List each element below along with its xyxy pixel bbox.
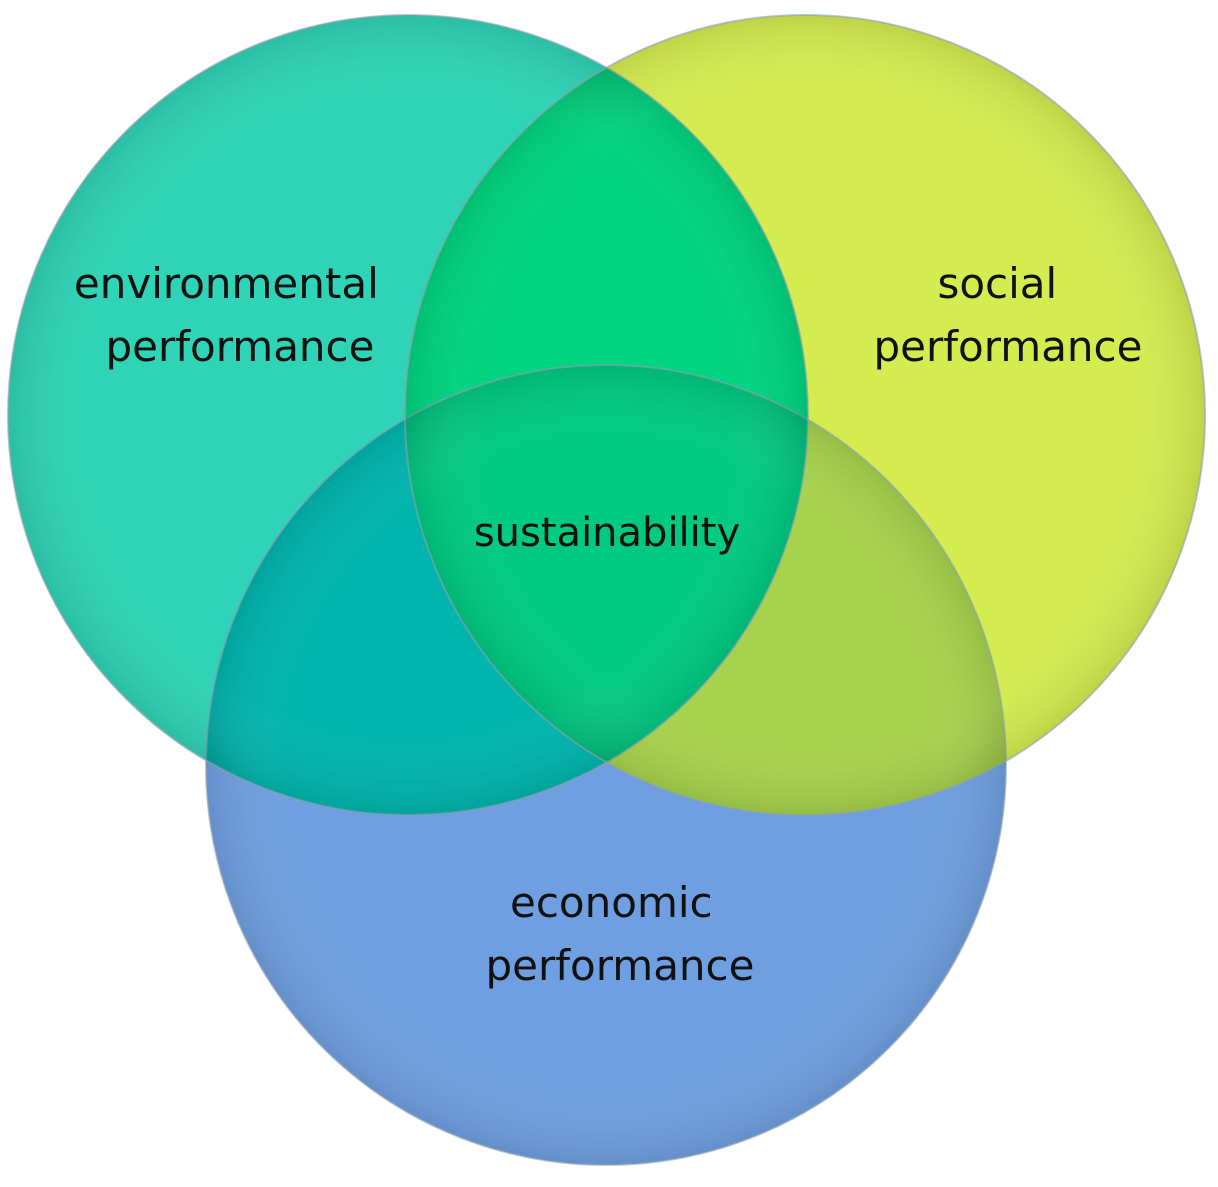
environmental-label-line-1: environmental [74, 259, 379, 308]
economic-label-line-2: performance [486, 941, 755, 990]
sustainability-label: sustainability [474, 510, 740, 556]
environmental-label-line-2: performance [106, 322, 375, 371]
economic-label-line-1: economic [510, 878, 713, 927]
social-label-line-1: social [937, 259, 1057, 308]
economic-label: economic performance [486, 878, 755, 990]
environmental-label: environmental performance [74, 259, 392, 371]
social-circle-shade [404, 14, 1206, 816]
social-label: social performance [874, 259, 1143, 371]
social-label-line-2: performance [874, 322, 1143, 371]
